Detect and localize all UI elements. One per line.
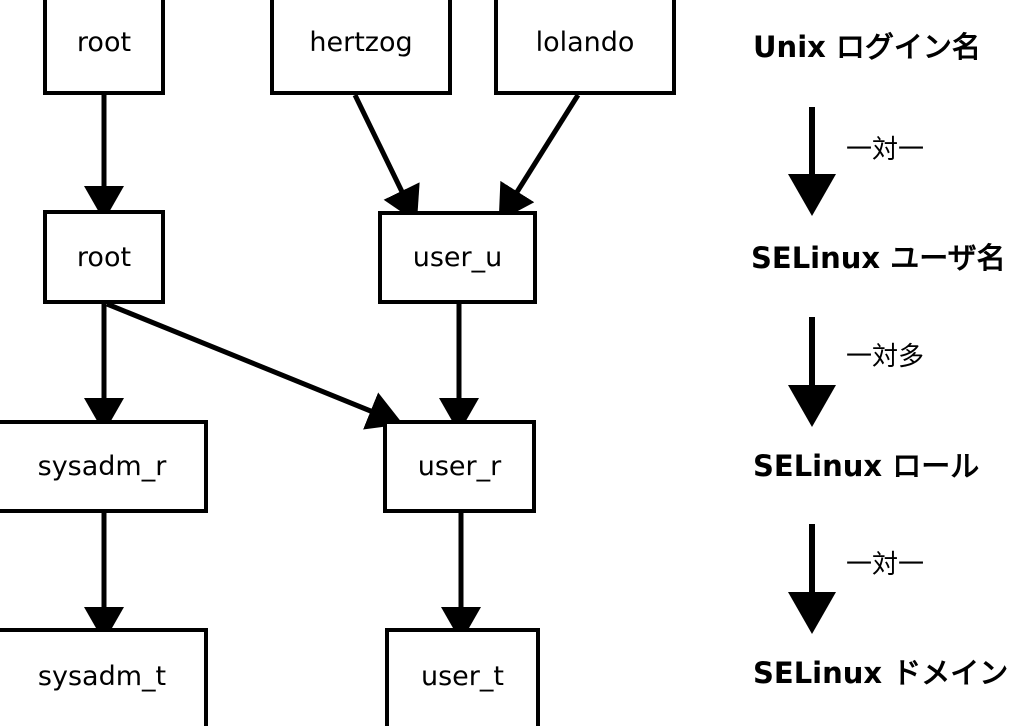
- edge-seuser-root-to-user-r: [106, 301, 404, 430]
- relation-label-one-to-one-user: 一対一: [846, 135, 925, 165]
- node-unix-root[interactable]: root: [43, 0, 165, 95]
- node-unix-hertzog[interactable]: hertzog: [270, 0, 452, 95]
- edge-hertzog-to-user-u: [352, 93, 420, 223]
- node-role-user-r[interactable]: user_r: [383, 420, 536, 513]
- node-role-sysadm-r[interactable]: sysadm_r: [0, 420, 208, 513]
- node-unix-lolando[interactable]: lolando: [494, 0, 676, 95]
- node-label: root: [76, 27, 132, 58]
- stage-label-selinux-domain: SELinux ドメイン: [753, 656, 1009, 690]
- relation-label-one-to-one-domain: 一対一: [846, 550, 925, 580]
- node-seuser-user-u[interactable]: user_u: [378, 211, 537, 304]
- stage-label-selinux-user: SELinux ユーザ名: [751, 241, 1006, 275]
- node-label: root: [76, 241, 132, 273]
- node-domain-sysadm-t[interactable]: sysadm_t: [0, 628, 208, 726]
- node-label: hertzog: [309, 27, 413, 58]
- node-label: user_t: [421, 660, 504, 692]
- node-label: sysadm_t: [37, 660, 167, 692]
- stage-label-selinux-role: SELinux ロール: [753, 449, 980, 483]
- node-label: sysadm_r: [37, 451, 167, 482]
- relation-label-one-to-many-role: 一対多: [846, 342, 925, 372]
- node-label: user_u: [412, 242, 503, 273]
- node-domain-user-t[interactable]: user_t: [385, 628, 540, 726]
- node-label: user_r: [417, 451, 502, 482]
- node-label: lolando: [535, 27, 635, 58]
- edge-lolando-to-user-u: [498, 93, 581, 222]
- node-seuser-root[interactable]: root: [43, 210, 165, 304]
- stage-label-unix-login: Unix ログイン名: [753, 30, 981, 64]
